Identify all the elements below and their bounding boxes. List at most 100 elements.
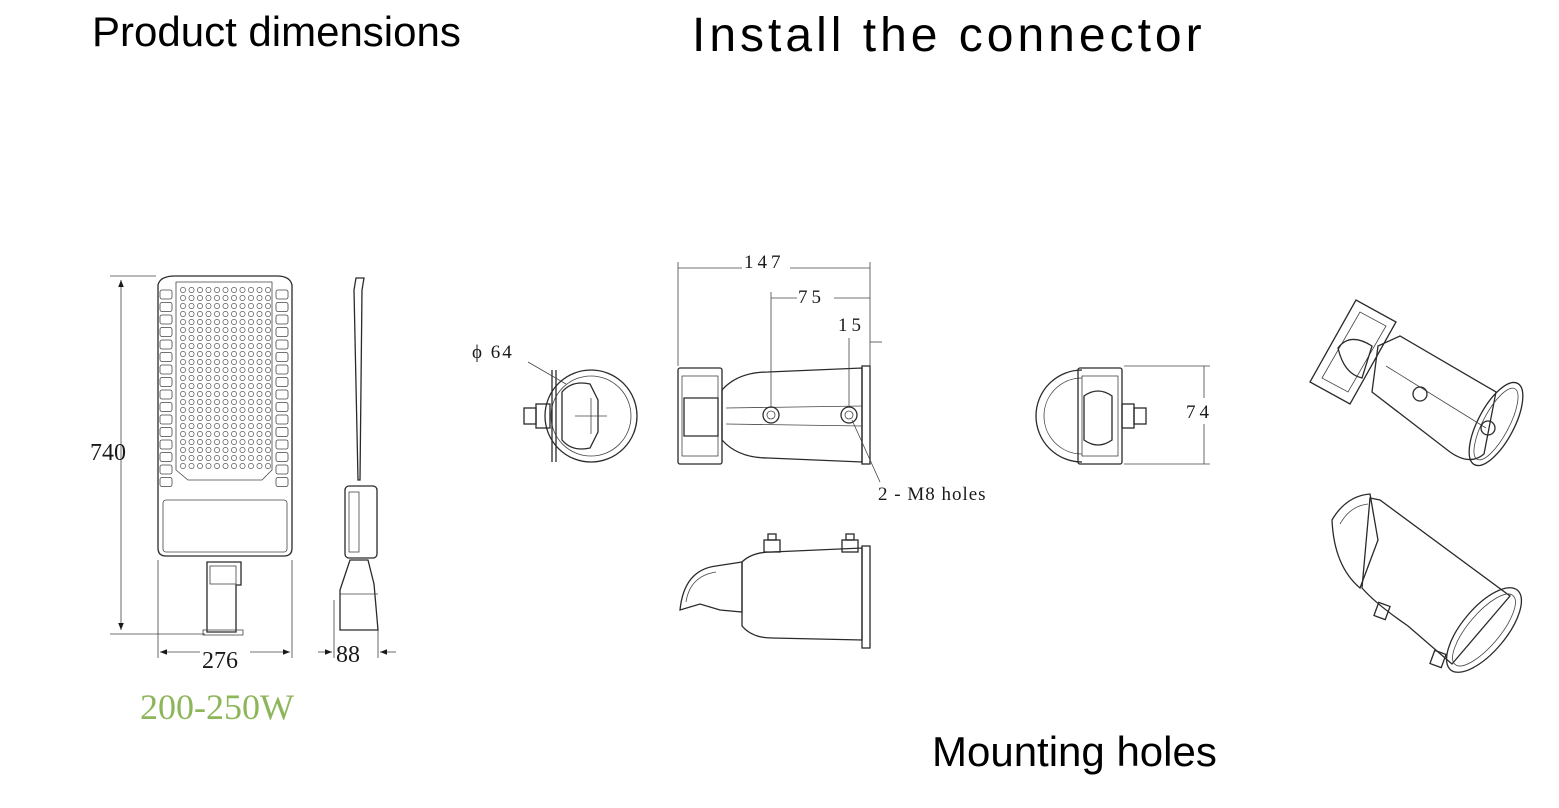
led-dot <box>197 391 203 397</box>
led-dot <box>180 455 186 461</box>
led-dot <box>231 423 237 429</box>
led-dot <box>180 415 186 421</box>
led-dot <box>214 287 220 293</box>
led-dot <box>256 327 263 333</box>
led-dot <box>205 351 212 357</box>
led-dot <box>222 447 229 453</box>
led-dot <box>239 343 246 349</box>
led-dot <box>231 367 237 373</box>
led-dot <box>197 455 203 461</box>
fin <box>159 377 173 387</box>
led-dot <box>180 295 186 301</box>
led-dot <box>265 415 271 421</box>
led-dot <box>248 319 254 325</box>
led-dot <box>231 287 237 293</box>
fin <box>159 464 173 475</box>
led-dot <box>205 399 212 405</box>
led-dot <box>265 351 271 357</box>
led-dot <box>239 439 246 445</box>
led-dot <box>205 303 212 309</box>
led-dot <box>256 431 263 437</box>
led-dot <box>239 311 246 317</box>
led-dot <box>265 399 271 405</box>
led-dot <box>222 295 229 301</box>
led-dot <box>231 359 237 365</box>
led-dot <box>188 327 195 333</box>
led-dot <box>180 319 186 325</box>
led-grid <box>180 287 271 469</box>
led-dot <box>256 351 263 357</box>
led-dot <box>231 455 237 461</box>
led-dot <box>248 423 254 429</box>
led-dot <box>256 287 263 293</box>
led-dot <box>265 439 271 445</box>
led-dot <box>188 383 195 389</box>
height-74-label: 74 <box>1186 402 1213 423</box>
led-dot <box>205 391 212 397</box>
led-dot <box>256 391 263 397</box>
connector-side-view <box>679 533 871 649</box>
led-dot <box>180 391 186 397</box>
fin <box>159 452 173 462</box>
fin <box>275 452 289 462</box>
fin <box>275 439 289 450</box>
mounting-holes-title: Mounting holes <box>932 728 1217 775</box>
led-dot <box>180 287 186 293</box>
led-dot <box>188 303 195 309</box>
led-dot <box>239 447 246 453</box>
led-dot <box>248 295 254 301</box>
led-dot <box>231 311 237 317</box>
led-dot <box>188 375 195 381</box>
led-dot <box>205 311 212 317</box>
led-dot <box>214 423 220 429</box>
led-dot <box>188 399 195 405</box>
led-dot <box>222 311 229 317</box>
led-dot <box>197 375 203 381</box>
led-dot <box>188 447 195 453</box>
led-dot <box>222 319 229 325</box>
led-dot <box>248 287 254 293</box>
led-dot <box>265 375 271 381</box>
led-dot <box>188 463 195 469</box>
led-dot <box>214 367 220 373</box>
led-dot <box>248 367 254 373</box>
led-dot <box>222 327 229 333</box>
led-dot <box>222 391 229 397</box>
fin <box>159 327 173 337</box>
led-dot <box>239 375 246 381</box>
led-dot <box>222 383 229 389</box>
led-dot <box>265 287 271 293</box>
led-dot <box>197 367 203 373</box>
fin-rows <box>159 289 289 487</box>
connector-top-view: 147 75 15 2 - M8 holes <box>677 252 987 505</box>
led-dot <box>256 415 263 421</box>
led-dot <box>180 327 186 333</box>
led-dot <box>231 343 237 349</box>
led-dot <box>256 343 263 349</box>
led-dot <box>214 343 220 349</box>
led-dot <box>214 447 220 453</box>
fin <box>275 302 289 312</box>
led-dot <box>265 407 271 413</box>
fin <box>275 352 289 362</box>
led-dot <box>256 367 263 373</box>
led-dot <box>239 287 246 293</box>
led-dot <box>248 431 254 437</box>
connector-rear-view: 74 <box>1035 365 1213 465</box>
led-dot <box>222 431 229 437</box>
led-dot <box>239 351 246 357</box>
led-dot <box>180 431 186 437</box>
led-dot <box>222 343 229 349</box>
led-dot <box>205 327 212 333</box>
led-dot <box>239 319 246 325</box>
led-dot <box>180 335 186 341</box>
led-dot <box>205 431 212 437</box>
led-dot <box>248 343 254 349</box>
install-connector-title: Install the connector <box>692 9 1206 62</box>
mounting-holes-label: 2 - M8 holes <box>878 484 987 505</box>
led-dot <box>188 423 195 429</box>
fin <box>159 389 173 400</box>
led-dot <box>256 455 263 461</box>
led-dot <box>248 303 254 309</box>
